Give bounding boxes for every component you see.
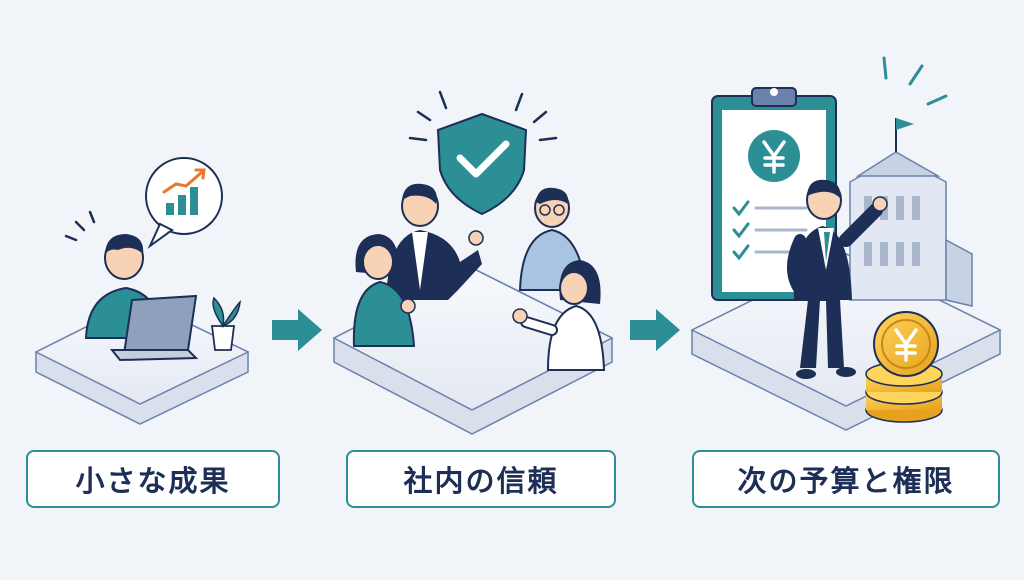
stage-3-illustration <box>690 56 1002 431</box>
stage-2-illustration <box>332 90 614 435</box>
step-label-small-result: 小さな成果 <box>26 450 280 508</box>
woman-thumbs-up <box>512 260 606 371</box>
checklist <box>732 200 750 261</box>
step-label-internal-trust: 社内の信頼 <box>346 450 616 508</box>
step-label-text: 小さな成果 <box>75 464 231 498</box>
sparkle-lines-3 <box>882 56 948 106</box>
sparkle-lines <box>408 90 558 142</box>
arrow-1-icon <box>272 309 322 351</box>
step-label-text: 社内の信頼 <box>403 464 559 498</box>
laptop-icon <box>109 294 199 362</box>
woman-clapping <box>352 234 416 347</box>
step-label-next-budget: 次の予算と権限 <box>692 450 1000 508</box>
gold-coin-stack-icon <box>865 311 943 423</box>
step-label-text: 次の予算と権限 <box>737 464 955 498</box>
yen-icon <box>748 130 800 182</box>
stage-1-illustration <box>34 157 250 425</box>
motion-lines <box>64 210 96 242</box>
businessman-pointing <box>787 179 888 379</box>
plant-icon <box>210 296 241 351</box>
growth-chart-icon <box>145 157 223 250</box>
building-icon <box>849 118 973 307</box>
shield-check-icon <box>436 112 528 216</box>
man-suit-thumbs-up <box>386 183 484 300</box>
arrow-2-icon <box>630 309 680 351</box>
